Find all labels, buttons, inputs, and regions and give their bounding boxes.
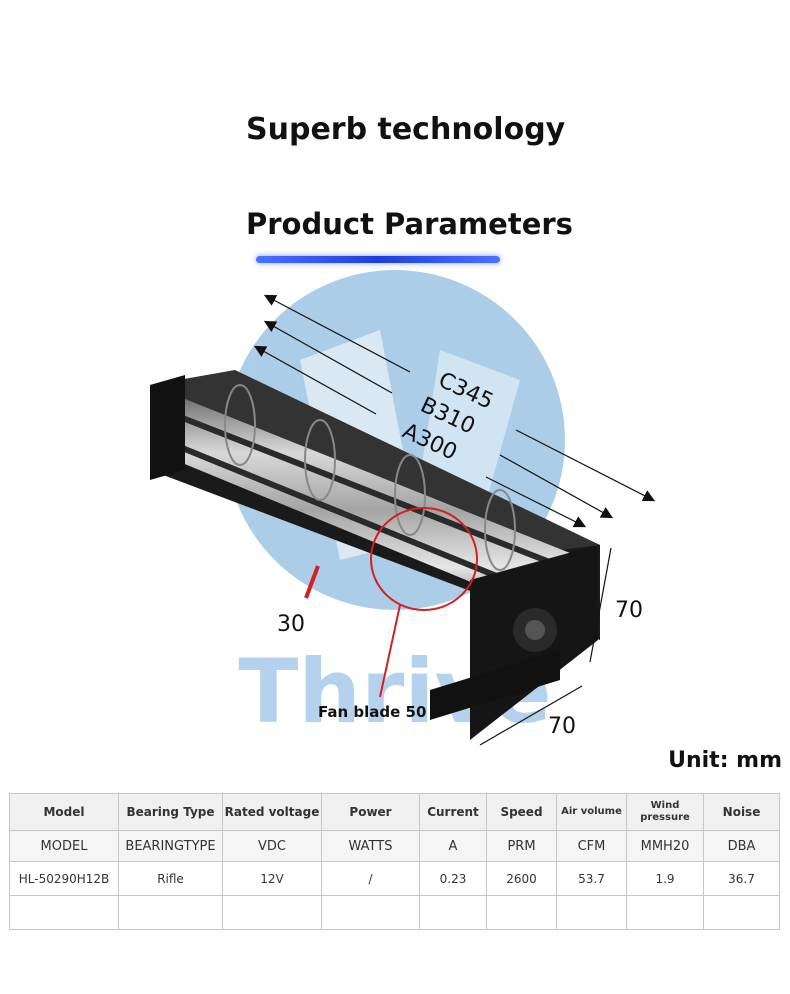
header-power: Power <box>321 793 420 831</box>
table-cell: 1.9 <box>626 861 704 896</box>
table-cell: 12V <box>222 861 322 896</box>
header-current: Current <box>419 793 487 831</box>
header-wind-pressure: Wind pressure <box>626 793 704 831</box>
table-cell: 2600 <box>486 861 557 896</box>
table-cell: Rifle <box>118 861 223 896</box>
header-bearing-type: Bearing Type <box>118 793 223 831</box>
table-cell: 0.23 <box>419 861 487 896</box>
table-cell: CFM <box>556 830 627 862</box>
table-cell: 36.7 <box>703 861 780 896</box>
table-header-row: Model Bearing Type Rated voltage Power C… <box>9 793 780 831</box>
table-cell: VDC <box>222 830 322 862</box>
dimension-label-width: 70 <box>548 714 576 739</box>
header-speed: Speed <box>486 793 557 831</box>
fan-blade-label: Fan blade 50 <box>318 703 426 721</box>
table-cell: WATTS <box>321 830 420 862</box>
header-noise: Noise <box>703 793 780 831</box>
table-row-empty <box>9 895 780 930</box>
fan-diagram: Thrive C345 B310 A300 70 <box>150 270 656 746</box>
table-cell: A <box>419 830 487 862</box>
header-air-volume: Air volume <box>556 793 627 831</box>
dimension-arrows <box>253 294 656 746</box>
table-cell: MMH20 <box>626 830 704 862</box>
table-cell: BEARINGTYPE <box>118 830 223 862</box>
dimension-label-outlet: 30 <box>277 612 305 637</box>
header-model: Model <box>9 793 119 831</box>
page-title: Superb technology <box>246 112 566 147</box>
parameter-table: Model Bearing Type Rated voltage Power C… <box>9 793 780 930</box>
table-cell: HL-50290H12B <box>9 861 119 896</box>
fan-blade-marker <box>304 507 478 698</box>
fan-body <box>150 370 600 740</box>
header-rated-voltage: Rated voltage <box>222 793 322 831</box>
table-unit-row: MODEL BEARINGTYPE VDC WATTS A PRM CFM MM… <box>9 830 780 862</box>
table-cell: PRM <box>486 830 557 862</box>
title-underline <box>256 256 500 263</box>
dimension-label-height: 70 <box>615 598 643 623</box>
table-row: HL-50290H12B Rifle 12V / 0.23 2600 53.7 … <box>9 861 780 896</box>
section-title: Product Parameters <box>246 207 573 241</box>
table-cell: 53.7 <box>556 861 627 896</box>
unit-label: Unit: mm <box>668 748 782 773</box>
table-cell: / <box>321 861 420 896</box>
table-cell: MODEL <box>9 830 119 862</box>
table-cell: DBA <box>703 830 780 862</box>
